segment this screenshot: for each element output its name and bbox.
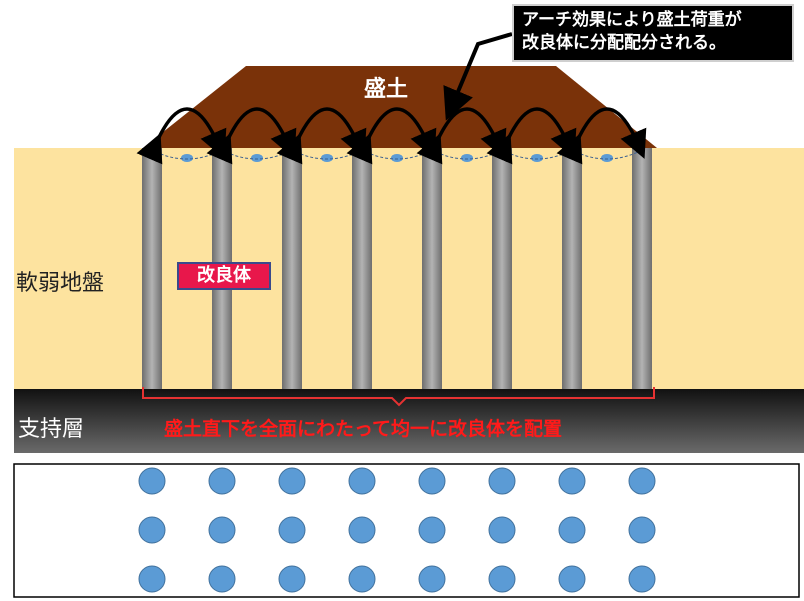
plan-column-circle	[488, 565, 516, 593]
plan-column-circle	[278, 516, 306, 544]
load-marker	[601, 154, 613, 162]
plan-column-circle	[558, 565, 586, 593]
plan-column-circle	[278, 467, 306, 495]
embankment-shape	[143, 66, 657, 148]
bearing-layer-label: 支持層	[18, 417, 85, 442]
load-marker	[321, 154, 333, 162]
plan-column-circle	[488, 516, 516, 544]
callout-pointer-arrow-icon	[443, 32, 513, 121]
bearing-layer	[14, 389, 804, 453]
plan-column-circle	[418, 516, 446, 544]
uniform-placement-caption: 盛土直下を全面にわたって均一に改良体を配置	[164, 418, 563, 440]
brace-icon	[142, 387, 655, 407]
arch-arrows	[136, 107, 647, 165]
plan-view-frame	[13, 463, 800, 598]
improved-column	[562, 148, 582, 389]
load-marker	[461, 154, 473, 162]
improved-column	[492, 148, 512, 389]
load-marker	[181, 154, 193, 162]
plan-column-circle	[628, 516, 656, 544]
plan-column-circle	[208, 565, 236, 593]
plan-column-circle	[628, 467, 656, 495]
plan-view-circles	[138, 467, 656, 593]
plan-column-circle	[348, 565, 376, 593]
improved-column	[282, 148, 302, 389]
improved-column-label: 改良体	[177, 262, 271, 290]
plan-column-circle	[278, 565, 306, 593]
callout-line-1: アーチ効果により盛土荷重が	[522, 10, 742, 30]
plan-column-circle	[208, 467, 236, 495]
arch-effect-callout: アーチ効果により盛土荷重が 改良体に分配配分される。	[512, 4, 794, 62]
load-marker	[391, 154, 403, 162]
load-marker	[531, 154, 543, 162]
embankment-label: 盛土	[364, 77, 409, 102]
plan-column-circle	[418, 565, 446, 593]
improved-column	[142, 148, 162, 389]
plan-column-circle	[558, 467, 586, 495]
plan-column-circle	[348, 516, 376, 544]
plan-column-circle	[628, 565, 656, 593]
improved-column	[422, 148, 442, 389]
plan-column-circle	[138, 516, 166, 544]
soft-ground-layer	[14, 148, 804, 389]
plan-column-circle	[208, 516, 236, 544]
improved-columns	[142, 148, 652, 389]
plan-column-circle	[348, 467, 376, 495]
load-marker	[251, 154, 263, 162]
callout-line-2: 改良体に分配配分される。	[522, 33, 726, 53]
improved-column	[632, 148, 652, 389]
plan-column-circle	[138, 467, 166, 495]
plan-column-circle	[558, 516, 586, 544]
soft-ground-label: 軟弱地盤	[16, 271, 105, 296]
plan-column-circle	[488, 467, 516, 495]
plan-column-circle	[418, 467, 446, 495]
improved-column	[352, 148, 372, 389]
curved-double-arrow-icon	[556, 107, 647, 165]
plan-column-circle	[138, 565, 166, 593]
